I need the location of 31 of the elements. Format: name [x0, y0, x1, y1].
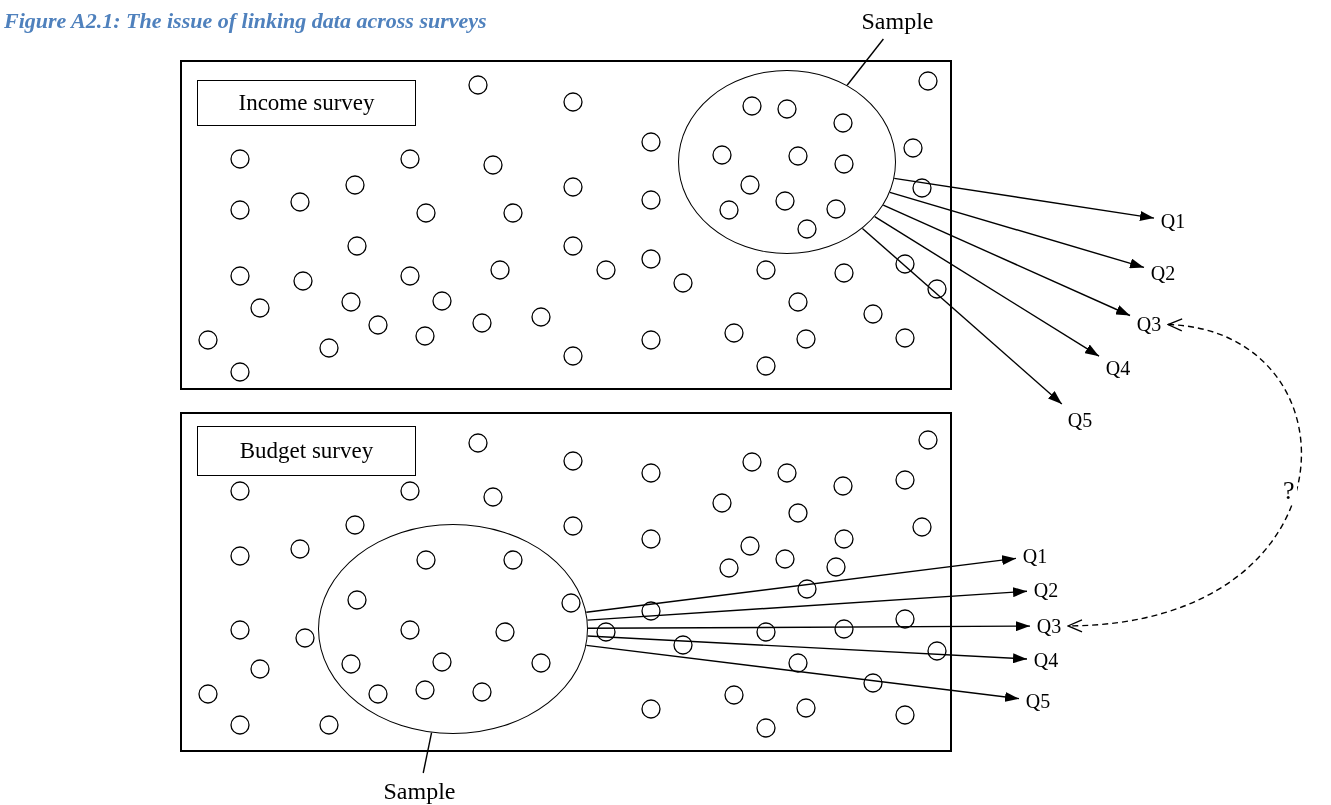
sample-label: Sample — [372, 776, 467, 805]
arrow — [586, 587, 1028, 621]
question-label: Q1 — [1019, 543, 1051, 569]
question-label: Q5 — [1064, 407, 1096, 433]
question-label: Q2 — [1030, 577, 1062, 603]
arrow — [861, 227, 1063, 405]
leader-line — [846, 38, 885, 86]
arrow — [1067, 320, 1302, 632]
sample-label: Sample — [850, 6, 945, 36]
arrow — [587, 635, 1028, 664]
question-label: Q4 — [1102, 355, 1134, 381]
sample-ellipse — [678, 70, 896, 254]
survey-label: Income survey — [197, 80, 416, 126]
figure-title: Figure A2.1: The issue of linking data across surveys — [4, 8, 487, 34]
question-label: Q3 — [1033, 613, 1065, 639]
survey-panel — [180, 412, 952, 752]
leader-line — [422, 731, 433, 774]
arrow — [889, 191, 1145, 269]
arrow — [882, 204, 1131, 317]
question-label: Q4 — [1030, 647, 1062, 673]
question-label: Q1 — [1157, 208, 1189, 234]
arrow — [874, 215, 1100, 357]
arrow — [585, 555, 1017, 613]
arrow — [585, 644, 1020, 702]
survey-panel — [180, 60, 952, 390]
arrow — [587, 621, 1031, 632]
question-label: Q5 — [1022, 688, 1054, 714]
survey-label: Budget survey — [197, 426, 416, 476]
question-label: Q2 — [1147, 260, 1179, 286]
arrow — [893, 177, 1155, 221]
question-label: Q3 — [1133, 311, 1165, 337]
